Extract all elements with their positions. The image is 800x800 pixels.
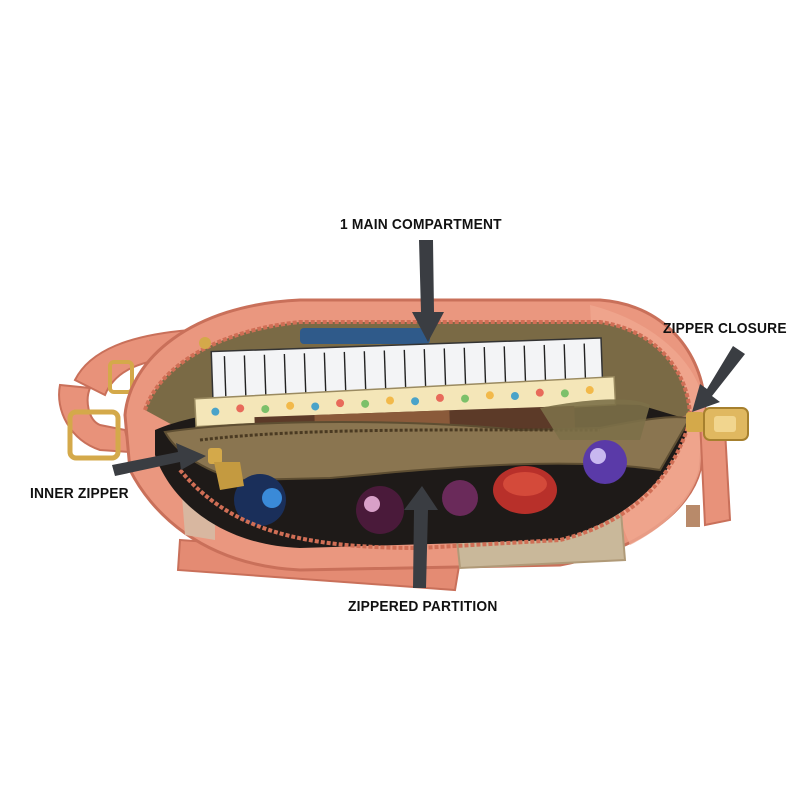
callout-zippered-partition: ZIPPERED PARTITION xyxy=(348,598,498,615)
zipper-pull-inner xyxy=(208,448,244,490)
arrow-zipper-closure xyxy=(692,346,745,412)
zipper-pull-right xyxy=(686,407,749,441)
lower-compartment-items xyxy=(234,440,627,534)
callout-zipper-closure: ZIPPER CLOSURE xyxy=(663,320,787,337)
arrow-zippered-partition xyxy=(404,486,438,588)
callout-inner-zipper: INNER ZIPPER xyxy=(30,485,129,502)
main-zipper-track xyxy=(143,320,692,416)
callout-arrows xyxy=(112,240,745,588)
strap-rivet xyxy=(199,337,211,349)
arrow-inner-zipper xyxy=(112,443,206,476)
callout-main-compartment: 1 MAIN COMPARTMENT xyxy=(340,216,502,233)
arrow-main-compartment xyxy=(412,240,444,342)
